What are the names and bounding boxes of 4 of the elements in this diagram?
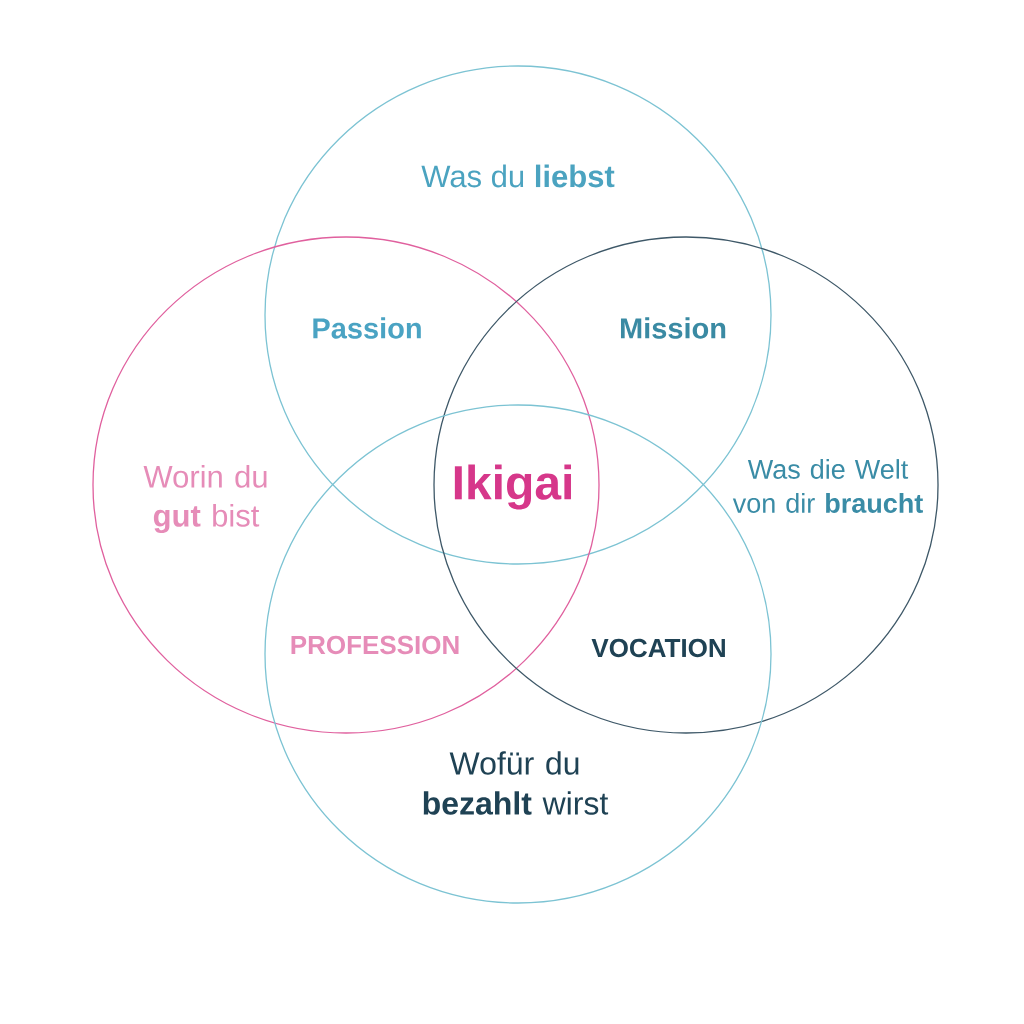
region-label: Mission (621, 317, 726, 339)
region-label: Ikigai (454, 464, 571, 510)
region-label: PROFESSION (291, 635, 459, 655)
region-label: Passion (313, 317, 421, 339)
